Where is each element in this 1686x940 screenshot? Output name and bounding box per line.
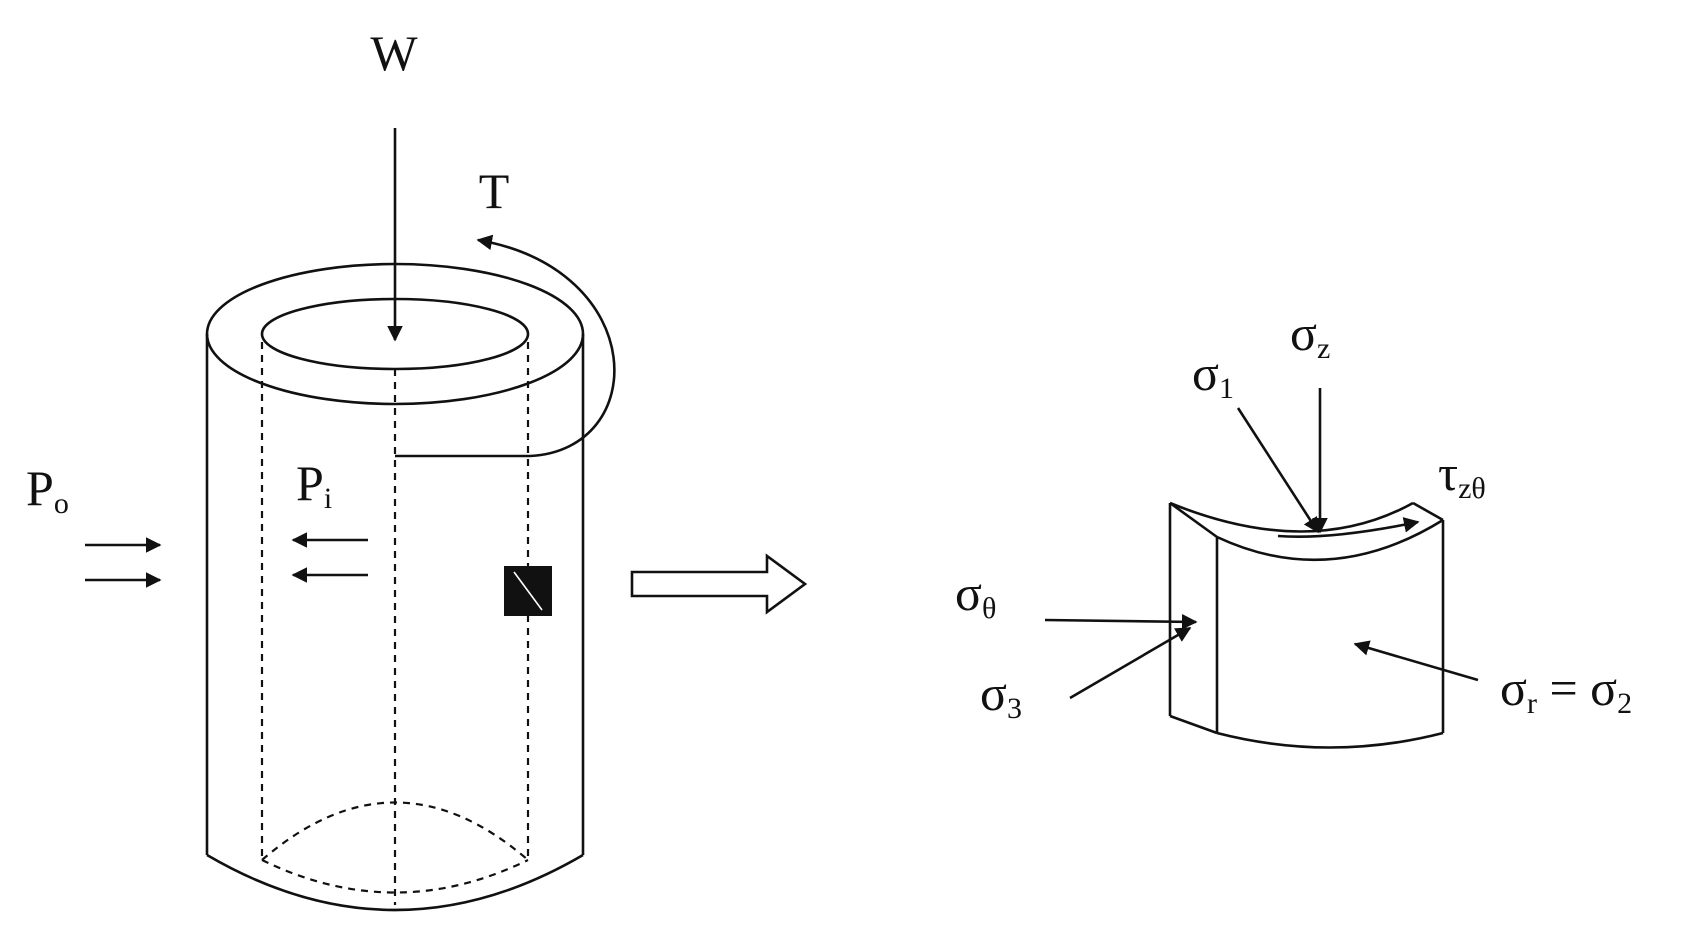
curved-stress-element <box>1168 501 1445 749</box>
cylinder-bottom-edge <box>206 853 584 912</box>
inner-pressure-label: Pi <box>296 455 332 515</box>
sigma-1-label: σ1 <box>1192 345 1234 405</box>
tau-z-theta-arrow <box>1277 517 1420 539</box>
sigma-3-arrow <box>1069 626 1192 700</box>
torque-arrow <box>395 234 616 458</box>
bore-bottom-hidden-back <box>261 801 529 861</box>
cylinder-loads <box>85 128 616 588</box>
sigma-3-label: σ3 <box>980 665 1022 725</box>
sigma-theta-label: σθ <box>955 565 996 625</box>
hollow-cylinder <box>205 262 585 912</box>
element-left-face-bottom <box>1169 714 1218 735</box>
sigma-z-label: σz <box>1290 305 1330 365</box>
element-top-right-edge <box>1412 501 1444 522</box>
outer-pressure-label: Po <box>26 460 69 520</box>
sigma-theta-arrow <box>1044 614 1198 630</box>
element-front-bottom-edge <box>1216 731 1444 749</box>
element-top-front-edge <box>1216 518 1444 562</box>
sigma-r-equals-sigma-2-label: σr = σ2 <box>1500 660 1632 720</box>
element-top-back-edge <box>1169 501 1414 533</box>
sigma-1-arrow <box>1236 407 1320 534</box>
sigma-r-arrow <box>1353 640 1479 682</box>
stress-element-hatch <box>513 571 543 611</box>
torque-label: T <box>479 163 510 219</box>
transition-hollow-arrow <box>630 553 808 615</box>
stress-arrows <box>1044 388 1479 700</box>
element-top-left-edge <box>1169 501 1218 539</box>
tau-z-theta-label: τzθ <box>1438 445 1486 505</box>
bore-bottom-hidden-front <box>261 859 529 894</box>
axial-load-label: W <box>370 25 418 81</box>
